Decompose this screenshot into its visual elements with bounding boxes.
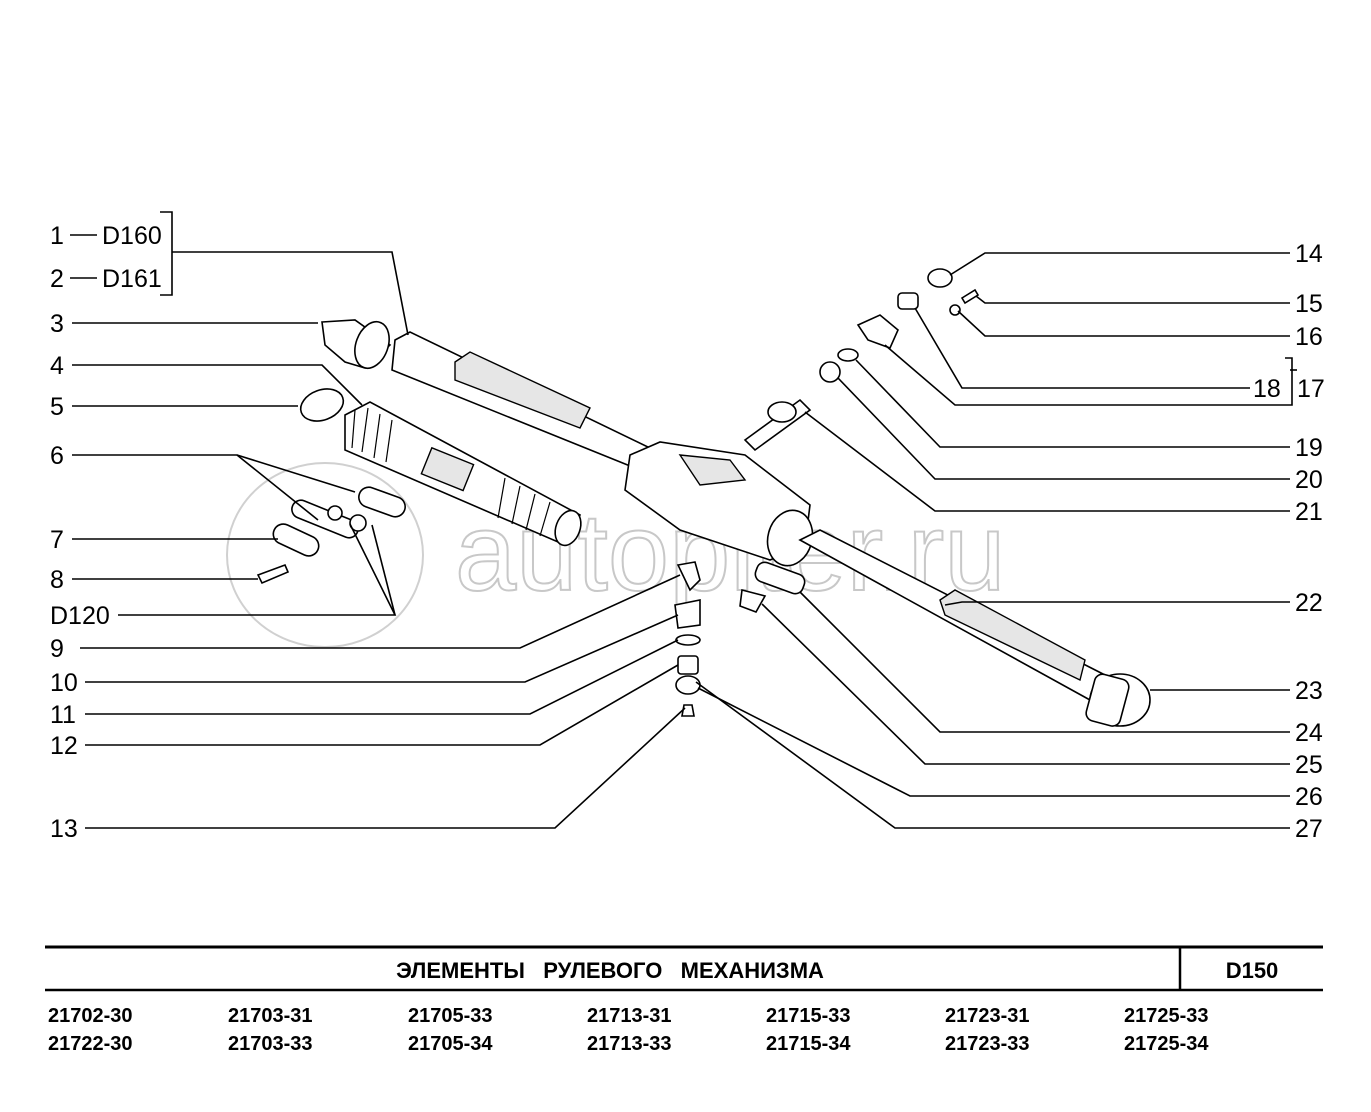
- model-code: 21715-34: [766, 1033, 851, 1055]
- model-code: 21703-33: [228, 1033, 313, 1055]
- callout-25: 25: [1295, 751, 1323, 779]
- callout-23: 23: [1295, 677, 1323, 705]
- callout-ref-d160: D160: [102, 222, 162, 250]
- model-code: 21705-34: [408, 1033, 493, 1055]
- diagram-title: ЭЛЕМЕНТЫ РУЛЕВОГО МЕХАНИЗМА: [396, 958, 824, 983]
- callout-8: 8: [50, 566, 64, 594]
- callout-19: 19: [1295, 434, 1323, 462]
- model-code: 21725-34: [1124, 1033, 1209, 1055]
- callout-4: 4: [50, 352, 64, 380]
- callout-24: 24: [1295, 719, 1323, 747]
- steering-parts-drawing: [256, 268, 1151, 727]
- model-code: 21713-33: [587, 1033, 672, 1055]
- callout-2: 2: [50, 265, 64, 293]
- callouts-right: 14 15 16 18 17 19 20 21 22 23 24 25 26 2…: [1253, 240, 1325, 843]
- callout-13: 13: [50, 815, 78, 843]
- callout-5: 5: [50, 393, 64, 421]
- diagram-code: D150: [1226, 958, 1279, 983]
- model-code: 21713-31: [587, 1005, 672, 1027]
- model-code: 21703-31: [228, 1005, 313, 1027]
- watermark: autopiter.ru: [226, 462, 1006, 648]
- callout-12: 12: [50, 732, 78, 760]
- model-code: 21725-33: [1124, 1005, 1209, 1027]
- callout-26: 26: [1295, 783, 1323, 811]
- callout-d120: D120: [50, 602, 110, 630]
- callout-14: 14: [1295, 240, 1323, 268]
- callout-11: 11: [50, 701, 76, 729]
- callouts-left: 1 D160 2 D161 3 4 5 6 7 8 D120 9 10 11 1…: [50, 222, 162, 843]
- model-list: 21702-30 21722-30 21703-31 21703-33 2170…: [48, 1005, 1209, 1055]
- model-code: 21705-33: [408, 1005, 493, 1027]
- leader-lines: [70, 211, 1297, 829]
- callout-15: 15: [1295, 290, 1323, 318]
- callout-20: 20: [1295, 466, 1323, 494]
- callout-21: 21: [1295, 498, 1323, 526]
- model-code: 21722-30: [48, 1033, 133, 1055]
- callout-3: 3: [50, 310, 64, 338]
- callout-17: 17: [1297, 375, 1325, 403]
- callout-16: 16: [1295, 323, 1323, 351]
- callout-22: 22: [1295, 589, 1323, 617]
- callout-ref-d161: D161: [102, 265, 162, 293]
- title-block: ЭЛЕМЕНТЫ РУЛЕВОГО МЕХАНИЗМА D150: [45, 945, 1323, 992]
- callout-7: 7: [50, 526, 64, 554]
- callout-18: 18: [1253, 375, 1281, 403]
- model-code: 21715-33: [766, 1005, 851, 1027]
- callout-10: 10: [50, 669, 78, 697]
- model-code: 21723-33: [945, 1033, 1030, 1055]
- model-code: 21723-31: [945, 1005, 1030, 1027]
- model-code: 21702-30: [48, 1005, 133, 1027]
- callout-6: 6: [50, 442, 64, 470]
- callout-1: 1: [50, 222, 64, 250]
- callout-9: 9: [50, 635, 64, 663]
- callout-27: 27: [1295, 815, 1323, 843]
